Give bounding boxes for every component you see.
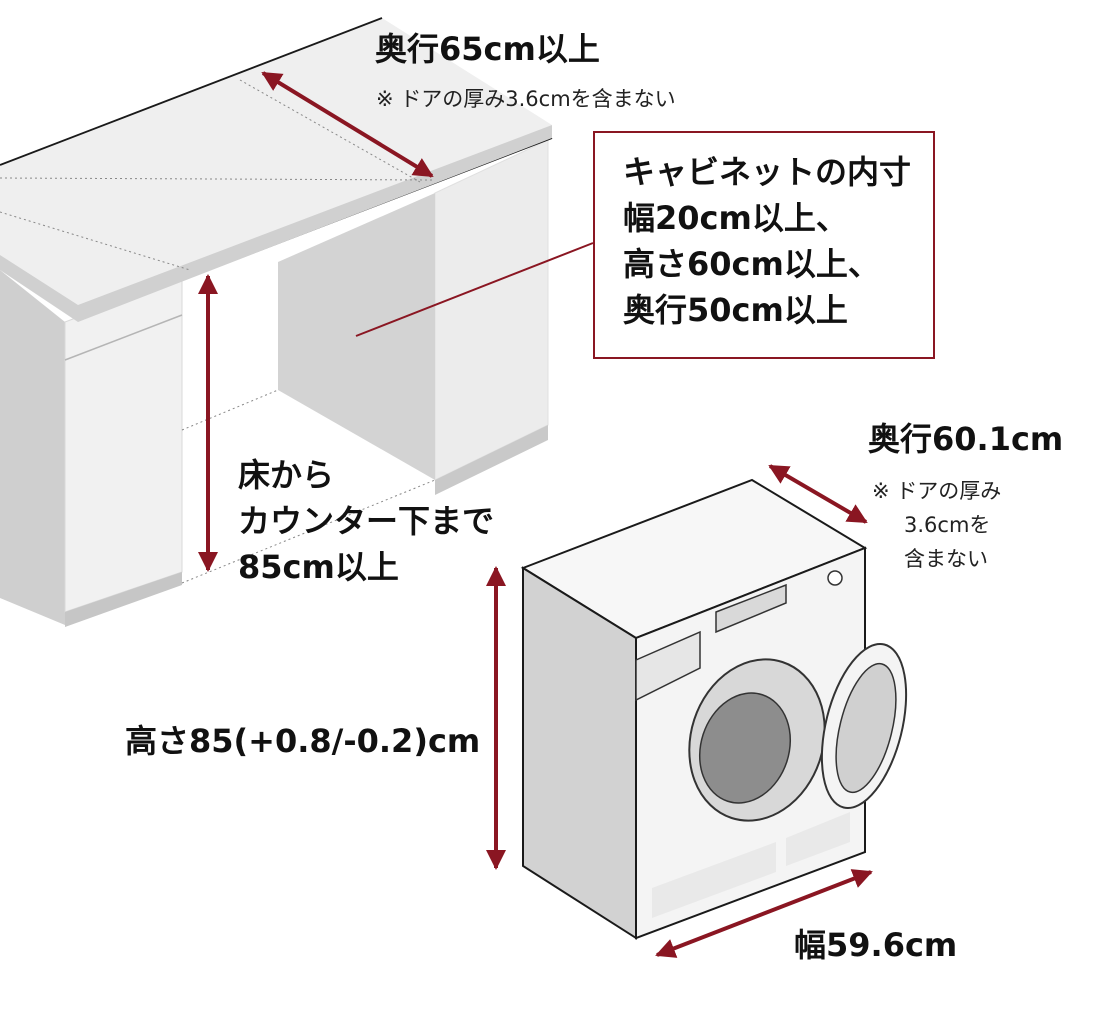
washer-width-label: 幅59.6cm [794, 926, 958, 964]
counter-depth-arrow [261, 71, 434, 178]
floor-label-line-2: カウンター下まで [238, 502, 495, 540]
cabinet-callout-line-1: キャビネットの内寸 [623, 153, 912, 191]
washer-knob [827, 570, 843, 586]
floor-label-line-1: 床から [238, 456, 335, 494]
floor-label-line-3: 85cm以上 [238, 548, 399, 586]
washing-machine [520, 478, 908, 940]
cabinet-leader-line [355, 242, 594, 337]
counter-depth-note: ※ ドアの厚み3.6cmを含まない [376, 87, 676, 111]
washer-width-arrow [655, 869, 873, 958]
right-cabinet-front [434, 139, 549, 481]
cabinet-callout-line-3: 高さ60cm以上、 [623, 245, 880, 283]
cabinet-inner-callout: キャビネットの内寸 幅20cm以上、 高さ60cm以上、 奥行50cm以上 [593, 131, 935, 359]
cabinet-callout-line-2: 幅20cm以上、 [623, 199, 848, 237]
washer-note-line-2: 3.6cmを [904, 513, 991, 537]
washer-display [715, 583, 787, 634]
washer-depth-note: ※ ドアの厚み 3.6cmを 含まない [872, 474, 1001, 576]
left-cabinet-front [64, 277, 183, 613]
washer-depth-label: 奥行60.1cm [868, 420, 1064, 458]
washer-depth-arrow [768, 464, 868, 524]
left-cabinet-side [0, 270, 65, 625]
washer-drum [698, 692, 792, 804]
washer-height-label: 高さ85(+0.8/-0.2)cm [125, 722, 481, 760]
cabinet-callout-line-4: 奥行50cm以上 [623, 291, 848, 329]
floor-to-counter-label: 床から カウンター下まで 85cm以上 [238, 452, 494, 590]
washer-note-line-1: ※ ドアの厚み [872, 479, 1002, 503]
washer-note-line-3: 含まない [904, 547, 988, 571]
counter-back-edge [0, 17, 383, 166]
counter-depth-label: 奥行65cm以上 [375, 30, 600, 68]
